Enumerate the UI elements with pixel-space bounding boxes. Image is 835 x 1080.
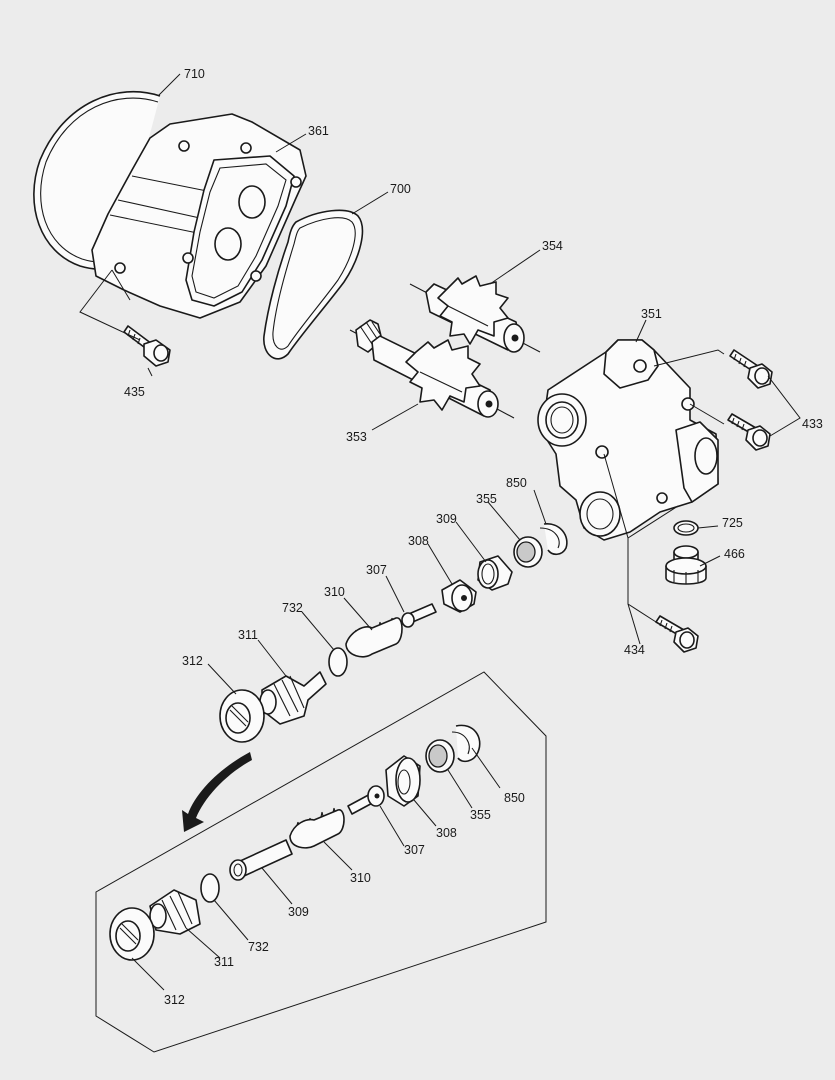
pin-307-a — [401, 603, 437, 628]
filter-355-b — [425, 739, 455, 773]
bolt-435 — [123, 325, 171, 367]
pin-307-b — [347, 785, 385, 815]
o-ring-732-b — [200, 873, 220, 903]
callout-710: 710 — [184, 67, 205, 81]
snap-ring-850-b — [451, 724, 481, 763]
detail-frame — [95, 671, 547, 1053]
callout-466: 466 — [724, 547, 745, 561]
callout-307-upper: 307 — [366, 563, 387, 577]
spring-310-a — [345, 617, 403, 658]
callout-351: 351 — [641, 307, 662, 321]
callout-312-upper: 312 — [182, 654, 203, 668]
callout-309-upper: 309 — [436, 512, 457, 526]
o-ring-732-a — [328, 647, 348, 677]
retainer-311-b — [149, 889, 201, 935]
bolt-433-upper — [729, 349, 773, 389]
callout-361: 361 — [308, 124, 329, 138]
callout-435: 435 — [124, 385, 145, 399]
callout-307-detail: 307 — [404, 843, 425, 857]
cap-312-b — [109, 907, 155, 961]
snap-ring-850-a — [539, 523, 568, 556]
pump-cover-361 — [91, 113, 307, 319]
callout-309-detail: 309 — [288, 905, 309, 919]
callout-312-detail: 312 — [164, 993, 185, 1007]
callout-732-detail: 732 — [248, 940, 269, 954]
leader-lines — [79, 73, 801, 991]
callout-311-upper: 311 — [238, 628, 258, 642]
callout-310-detail: 310 — [350, 871, 371, 885]
sleeve-309-b — [229, 839, 293, 881]
callout-308-detail: 308 — [436, 826, 457, 840]
o-ring-725 — [673, 520, 699, 536]
bolt-433-lower — [727, 413, 771, 451]
callout-434: 434 — [624, 643, 645, 657]
piston-308-a — [441, 579, 477, 613]
callout-labels: 710 361 700 354 351 435 353 433 850 355 … — [124, 67, 823, 1007]
callout-850-detail: 850 — [504, 791, 525, 805]
callout-850-upper: 850 — [506, 476, 527, 490]
callout-355-detail: 355 — [470, 808, 491, 822]
spring-310-b — [289, 807, 345, 849]
sleeve-309-a — [477, 555, 513, 591]
callout-725: 725 — [722, 516, 743, 530]
pump-body-351 — [537, 339, 719, 541]
callout-700: 700 — [390, 182, 411, 196]
callout-433: 433 — [802, 417, 823, 431]
callout-354: 354 — [542, 239, 563, 253]
gasket-700 — [263, 209, 364, 360]
callout-310-upper: 310 — [324, 585, 345, 599]
callout-355-upper: 355 — [476, 492, 497, 506]
gear-354 — [409, 275, 541, 353]
callout-353: 353 — [346, 430, 367, 444]
bolt-434 — [655, 615, 699, 653]
callout-732-upper: 732 — [282, 601, 303, 615]
shaft-gear-353 — [349, 319, 515, 419]
cap-312-a — [219, 689, 265, 743]
plug-466 — [665, 545, 707, 585]
detail-arrow — [182, 752, 252, 832]
callout-308-upper: 308 — [408, 534, 429, 548]
filter-355-a — [513, 536, 543, 568]
piston-308-b — [385, 755, 421, 807]
retainer-311-a — [259, 671, 327, 725]
callout-311-detail: 311 — [214, 955, 234, 969]
